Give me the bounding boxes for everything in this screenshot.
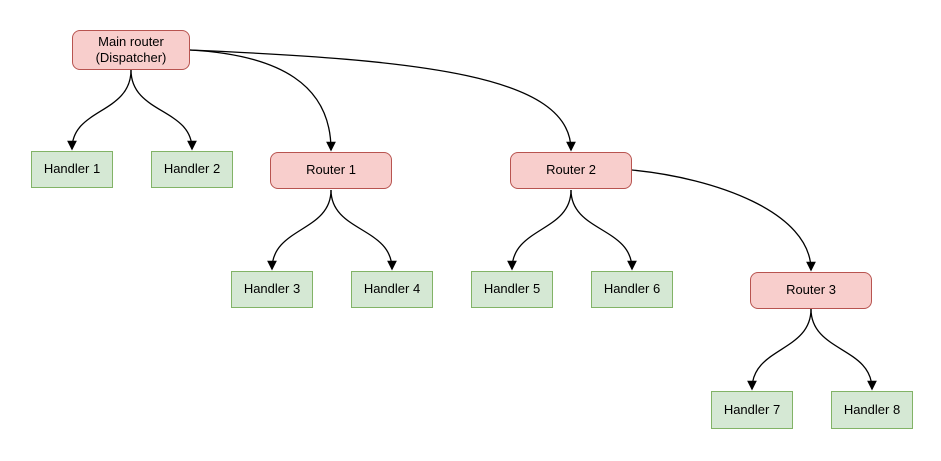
node-router-1: Router 1 xyxy=(270,152,392,189)
node-main-router-label: Main router (Dispatcher) xyxy=(95,33,167,65)
node-handler-3-label: Handler 3 xyxy=(243,281,301,297)
node-handler-7: Handler 7 xyxy=(711,391,793,429)
node-router-3-label: Router 3 xyxy=(786,282,836,298)
node-handler-8-label: Handler 8 xyxy=(843,401,901,417)
node-handler-3: Handler 3 xyxy=(231,271,313,308)
edge-router-3-to-handler-8 xyxy=(810,308,877,391)
edge-router-2-to-handler-6 xyxy=(570,189,637,271)
node-router-2-label: Router 2 xyxy=(546,162,596,178)
edge-router-2-to-handler-5 xyxy=(507,189,572,271)
node-handler-5: Handler 5 xyxy=(471,271,553,308)
node-handler-2: Handler 2 xyxy=(151,151,233,188)
edge-main-router-to-handler-2 xyxy=(130,69,197,151)
edge-router-1-to-handler-3 xyxy=(267,189,332,271)
edge-router-2-to-router-3 xyxy=(631,169,816,272)
node-router-2: Router 2 xyxy=(510,152,632,189)
node-handler-1: Handler 1 xyxy=(31,151,113,188)
node-handler-2-label: Handler 2 xyxy=(163,161,221,177)
node-handler-4: Handler 4 xyxy=(351,271,433,308)
node-handler-6-label: Handler 6 xyxy=(603,281,661,297)
node-handler-6: Handler 6 xyxy=(591,271,673,308)
node-main-router: Main router (Dispatcher) xyxy=(72,30,190,70)
edge-main-router-to-handler-1 xyxy=(67,69,132,151)
node-router-3: Router 3 xyxy=(750,272,872,309)
edge-main-router-to-router-2 xyxy=(189,49,576,152)
node-handler-4-label: Handler 4 xyxy=(363,281,421,297)
node-handler-7-label: Handler 7 xyxy=(723,401,781,417)
edge-router-3-to-handler-7 xyxy=(747,308,812,391)
node-handler-8: Handler 8 xyxy=(831,391,913,429)
edge-main-router-to-router-1 xyxy=(189,49,336,152)
node-router-1-label: Router 1 xyxy=(306,162,356,178)
edge-router-1-to-handler-4 xyxy=(330,189,397,271)
node-handler-5-label: Handler 5 xyxy=(483,281,541,297)
node-handler-1-label: Handler 1 xyxy=(43,161,101,177)
